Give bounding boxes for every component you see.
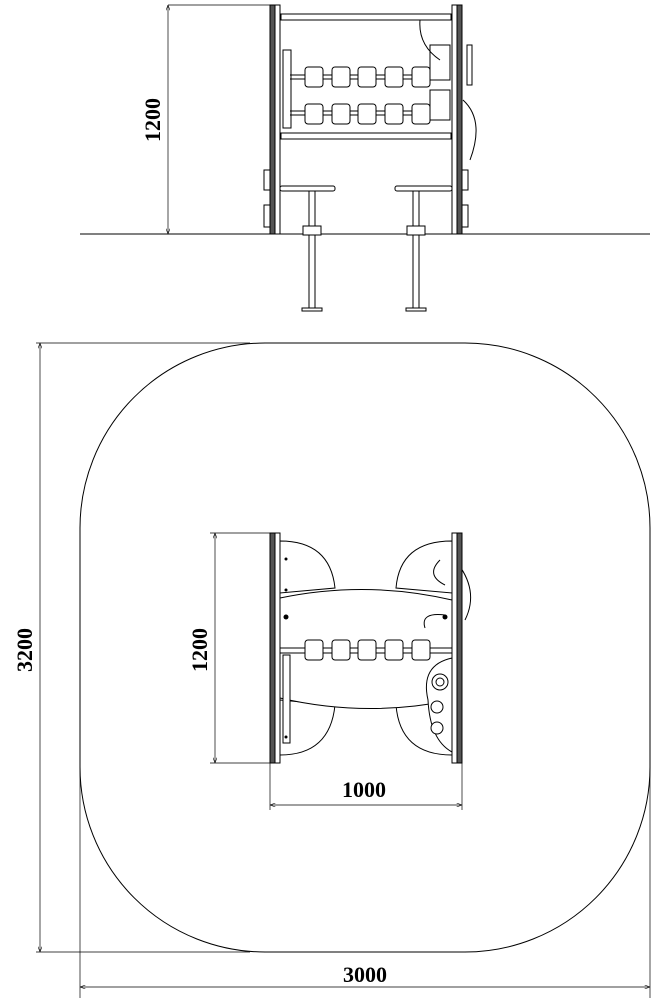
elevation-seats bbox=[279, 185, 453, 312]
area-depth-dimension: 3200 bbox=[12, 342, 250, 953]
equipment-width-dimension: 1000 bbox=[269, 763, 463, 810]
equipment-width-label: 1000 bbox=[342, 777, 386, 802]
plan-view: 3200 3000 1200 1000 bbox=[12, 342, 651, 998]
equipment-depth-label: 1200 bbox=[187, 628, 212, 672]
rollers-upper bbox=[304, 66, 431, 88]
area-depth-label: 3200 bbox=[12, 628, 37, 672]
elevation-height-dimension: 1200 bbox=[140, 4, 270, 234]
rollers-lower bbox=[304, 103, 431, 125]
elevation-view: 1200 bbox=[80, 4, 650, 312]
area-width-label: 3000 bbox=[343, 962, 387, 987]
equipment-depth-dimension: 1200 bbox=[187, 532, 270, 764]
elevation-height-label: 1200 bbox=[140, 98, 165, 142]
area-width-dimension: 3000 bbox=[79, 700, 651, 998]
safety-area-outline bbox=[79, 342, 651, 953]
elevation-frame bbox=[263, 4, 477, 235]
equipment-plan bbox=[269, 532, 472, 764]
